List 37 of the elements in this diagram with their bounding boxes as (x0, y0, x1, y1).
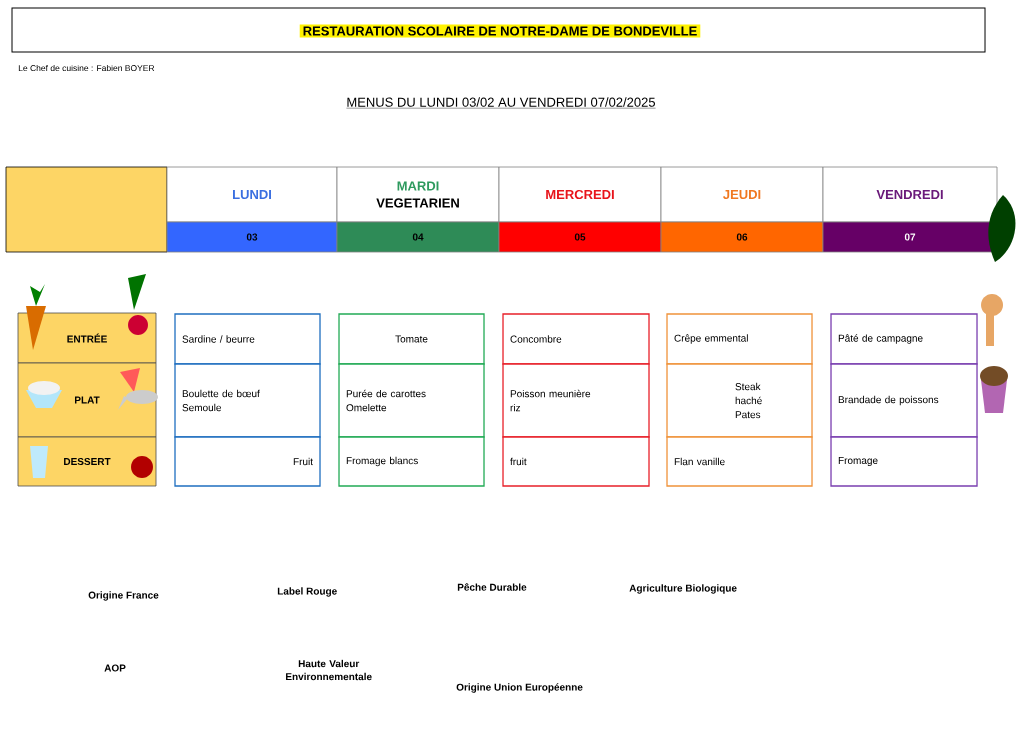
menu-cell: Purée de carottes Omelette (338, 363, 485, 438)
menu-cell: Fruit (174, 436, 321, 487)
day-header-cell: JEUDI (660, 166, 824, 223)
course-cell: ENTRÉE (17, 312, 157, 364)
day-header-cell: VENDREDI (822, 166, 998, 223)
menu-cell: Concombre (502, 313, 650, 365)
menu-cell: Boulette de bœuf Semoule (174, 363, 321, 438)
legend-label: AOP (104, 664, 126, 672)
menu-cell: Flan vanille (666, 436, 813, 487)
day-header-cell: MARDI VEGETARIEN (336, 166, 500, 223)
legend-label: Agriculture Biologique (629, 584, 737, 594)
menu-cell: Pâté de campagne (830, 313, 978, 365)
legend-label: Haute Valeur Environnementale (286, 659, 372, 681)
legend-label: Pêche Durable (457, 583, 527, 591)
date-bar: 06 (660, 221, 824, 253)
menu-cell: Fromage blancs (338, 436, 485, 487)
date-bar: 07 (822, 221, 998, 253)
menu-cell: Fromage (830, 436, 978, 487)
menu-cell: Crêpe emmental (666, 313, 813, 365)
menu-cell: Steak haché Pates (666, 363, 813, 438)
menu-cell: Brandade de poissons (830, 363, 978, 438)
menu-cell: Sardine / beurre (174, 313, 321, 365)
chef-note: Le Chef de cuisine : Fabien BOYER (18, 64, 155, 72)
title: RESTAURATION SCOLAIRE DE NOTRE-DAME DE BONDEVILLE (299, 24, 701, 38)
corner-cell (5, 166, 168, 253)
menu-cell: fruit (502, 436, 650, 487)
menu-cell: Poisson meunière riz (502, 363, 650, 438)
day-header-cell: MERCREDI (498, 166, 662, 223)
legend-label: Label Rouge (277, 587, 337, 597)
date-bar: 04 (336, 221, 500, 253)
menu-heading: MENUS DU LUNDI 03/02 AU VENDREDI 07/02/2025 (346, 97, 656, 109)
legend-label: Origine France (88, 591, 159, 601)
day-header-cell: LUNDI (166, 166, 338, 223)
menu-cell: Tomate (338, 313, 485, 365)
legend-label: Origine Union Européenne (456, 683, 583, 693)
date-bar: 03 (166, 221, 338, 253)
date-bar: 05 (498, 221, 662, 253)
